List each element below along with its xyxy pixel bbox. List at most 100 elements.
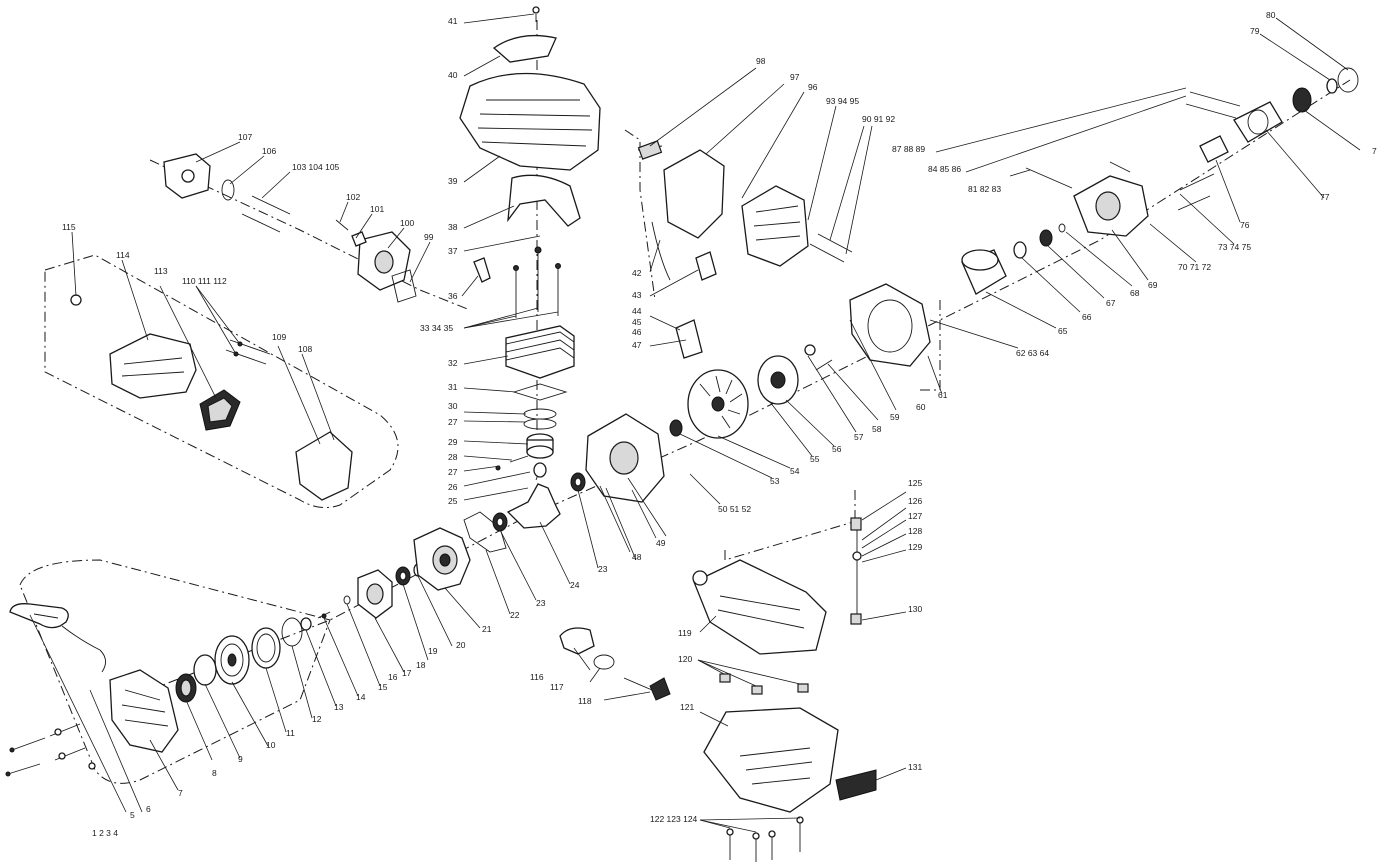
fuel-tank-base xyxy=(703,707,839,813)
flywheel-assembly xyxy=(585,67,1359,503)
label-15: 15 xyxy=(378,682,388,692)
label-56: 56 xyxy=(832,444,842,454)
label-48: 48 xyxy=(632,552,642,562)
label-1-4: 1 2 3 4 xyxy=(92,828,118,838)
label-80: 80 xyxy=(1266,10,1276,20)
label-38: 38 xyxy=(448,222,458,232)
fuel-cap xyxy=(559,627,595,655)
label-118: 118 xyxy=(578,696,592,706)
filter-base xyxy=(295,431,353,501)
label-93-95: 93 94 95 xyxy=(826,96,859,106)
label-87-89: 87 88 89 xyxy=(892,144,925,154)
label-47: 47 xyxy=(632,340,642,350)
label-5: 5 xyxy=(130,810,135,820)
label-19: 19 xyxy=(428,646,438,656)
label-117: 117 xyxy=(550,682,564,692)
shaft-tube-clamp xyxy=(1233,101,1283,143)
muffler xyxy=(741,185,809,267)
label-27-b: 27 xyxy=(448,417,458,427)
label-76: 76 xyxy=(1240,220,1250,230)
label-11: 11 xyxy=(286,728,295,738)
muffler-assembly xyxy=(637,140,853,359)
label-37: 37 xyxy=(448,246,458,256)
label-65: 65 xyxy=(1058,326,1068,336)
label-16: 16 xyxy=(388,672,398,682)
label-97: 97 xyxy=(790,72,800,82)
fuel-tank-assembly xyxy=(559,517,877,862)
label-30: 30 xyxy=(448,401,458,411)
label-18: 18 xyxy=(416,660,426,670)
label-7-tube: 7 xyxy=(1372,146,1377,156)
label-130: 130 xyxy=(908,604,922,614)
label-41: 41 xyxy=(448,16,458,26)
label-21: 21 xyxy=(482,624,492,634)
label-61: 61 xyxy=(938,390,948,400)
label-79: 79 xyxy=(1250,26,1260,36)
label-110-112: 110 111 112 xyxy=(182,276,227,286)
label-33-35: 33 34 35 xyxy=(420,323,453,333)
starter-assembly xyxy=(5,563,423,777)
label-60: 60 xyxy=(916,402,926,412)
label-44: 44 xyxy=(632,306,642,316)
label-119: 119 xyxy=(678,628,692,638)
label-115: 115 xyxy=(62,222,76,232)
label-50-52: 50 51 52 xyxy=(718,504,751,514)
label-14: 14 xyxy=(356,692,366,702)
label-70-72: 70 71 72 xyxy=(1178,262,1211,272)
label-113: 113 xyxy=(154,266,168,276)
label-54: 54 xyxy=(790,466,800,476)
label-99: 99 xyxy=(424,232,434,242)
label-53: 53 xyxy=(770,476,780,486)
crankshaft xyxy=(506,483,561,529)
label-96: 96 xyxy=(808,82,818,92)
label-8: 8 xyxy=(212,768,217,778)
assembly-guides xyxy=(19,20,1351,784)
label-42: 42 xyxy=(632,268,642,278)
label-29: 29 xyxy=(448,437,458,447)
label-57: 57 xyxy=(854,432,864,442)
label-46: 46 xyxy=(632,327,642,337)
label-98: 98 xyxy=(756,56,766,66)
shroud-deflector xyxy=(507,174,581,227)
label-27: 27 xyxy=(448,467,458,477)
label-126: 126 xyxy=(908,496,922,506)
label-116: 116 xyxy=(530,672,544,682)
label-106: 106 xyxy=(262,146,276,156)
label-129: 129 xyxy=(908,542,922,552)
label-108: 108 xyxy=(298,344,312,354)
label-73-75: 73 74 75 xyxy=(1218,242,1251,252)
crankcase-assembly xyxy=(413,6,601,591)
label-45: 45 xyxy=(632,317,642,327)
label-31: 31 xyxy=(448,382,458,392)
label-12: 12 xyxy=(312,714,322,724)
label-40: 40 xyxy=(448,70,458,80)
leader-lines xyxy=(29,13,1361,833)
label-81-83: 81 82 83 xyxy=(968,184,1001,194)
label-23: 23 xyxy=(536,598,546,608)
starter-cover xyxy=(109,669,179,753)
label-25: 25 xyxy=(448,496,458,506)
label-125: 125 xyxy=(908,478,922,488)
label-69: 69 xyxy=(1148,280,1158,290)
rubber-foot xyxy=(835,769,877,801)
label-17: 17 xyxy=(402,668,412,678)
label-13: 13 xyxy=(334,702,344,712)
label-6: 6 xyxy=(146,804,151,814)
label-26: 26 xyxy=(448,482,458,492)
label-43: 43 xyxy=(632,290,642,300)
label-84-86: 84 85 86 xyxy=(928,164,961,174)
label-55: 55 xyxy=(810,454,820,464)
label-39: 39 xyxy=(448,176,458,186)
label-36: 36 xyxy=(448,291,458,301)
label-49: 49 xyxy=(656,538,666,548)
callout-labels: 1 2 3 4 5 6 7 7 8 9 10 11 12 13 14 15 16… xyxy=(62,10,1377,838)
label-24: 24 xyxy=(570,580,580,590)
label-9: 9 xyxy=(238,754,243,764)
label-22: 22 xyxy=(510,610,520,620)
label-59: 59 xyxy=(890,412,900,422)
label-122-124: 122 123 124 xyxy=(650,814,698,824)
label-102: 102 xyxy=(346,192,360,202)
carburetor-assembly xyxy=(70,153,417,501)
label-67: 67 xyxy=(1106,298,1116,308)
